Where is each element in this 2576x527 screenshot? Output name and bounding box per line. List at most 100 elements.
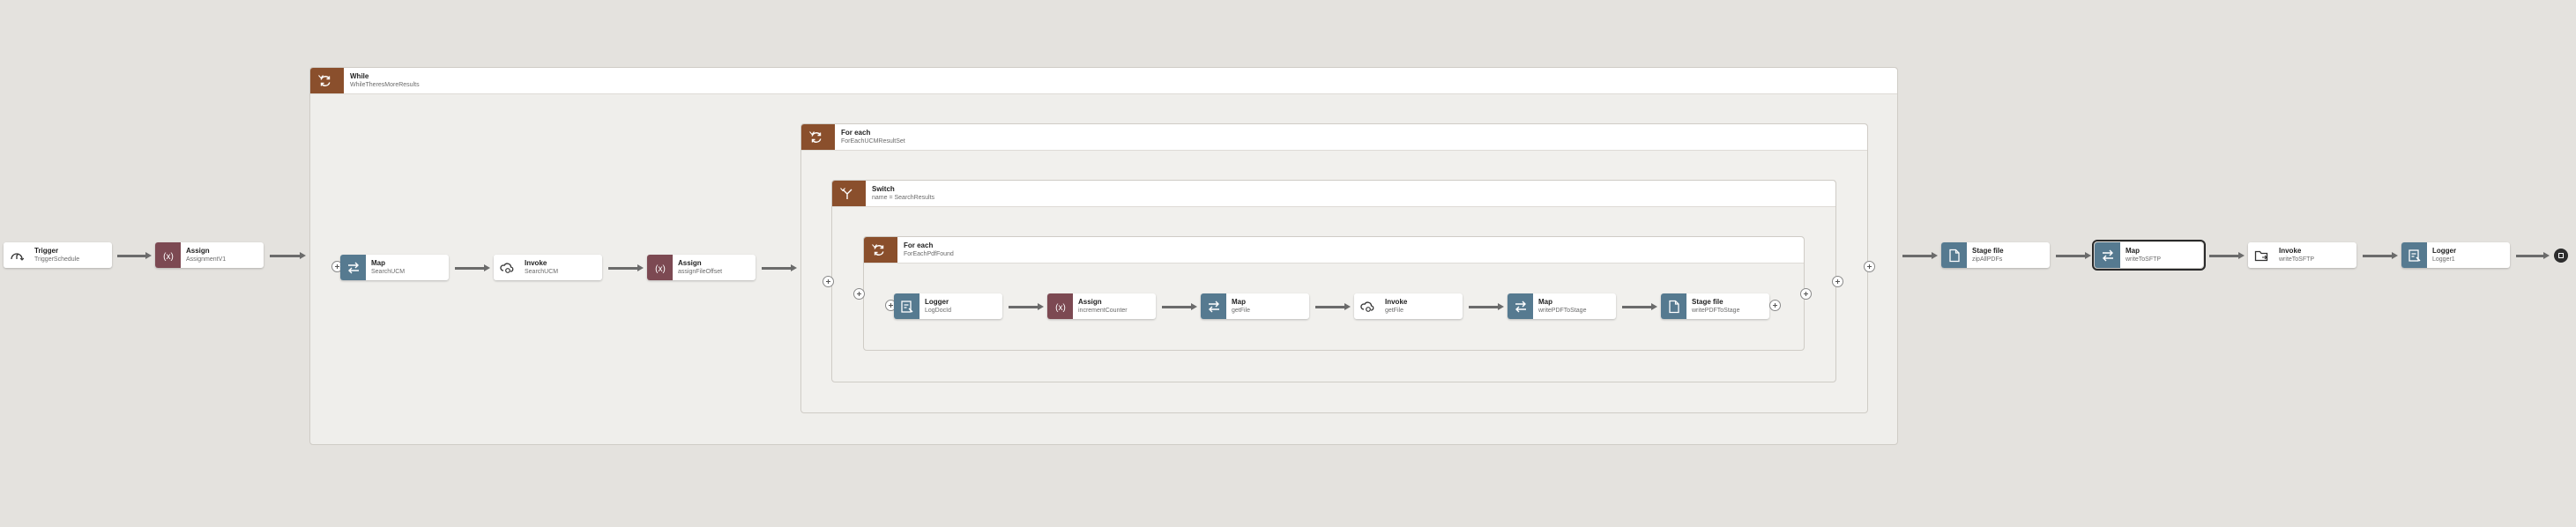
- invoke-subtitle: getFile: [1385, 308, 1404, 314]
- logger-subtitle: LogDocId: [925, 308, 951, 314]
- logger-icon: [901, 301, 913, 313]
- foreach-inner-icon-box: [864, 237, 897, 263]
- ftp-adapter-icon: [2254, 250, 2268, 262]
- logger-icon-box: [2401, 242, 2427, 268]
- while-title: While: [350, 72, 369, 80]
- invoke-icon-box: [1354, 293, 1380, 319]
- assign-title: Assign: [1078, 298, 1102, 306]
- map-icon-box: [340, 255, 366, 280]
- connector: [2209, 252, 2245, 259]
- foreach-outer-header[interactable]: For each ForEachUCMResultSet: [801, 124, 1867, 151]
- logger-subtitle: Logger1: [2432, 256, 2455, 263]
- invoke-icon-box: [494, 255, 519, 280]
- variable-icon: (x): [163, 252, 174, 262]
- svg-text:(x): (x): [1055, 303, 1066, 313]
- add-action-button[interactable]: [853, 288, 865, 300]
- schedule-trigger-icon: [11, 253, 24, 261]
- invoke-sftp-card[interactable]: Invoke writeToSFTP: [2248, 242, 2356, 268]
- foreach-outer-icon-box: [801, 124, 835, 150]
- connector: [762, 264, 797, 271]
- map-writepdf-card[interactable]: Map writePDFToStage: [1508, 293, 1616, 319]
- chevron-down-icon[interactable]: [318, 74, 324, 79]
- map-title: Map: [1538, 298, 1552, 306]
- while-icon-box: [310, 68, 344, 93]
- connector: [117, 252, 152, 259]
- map-icon: [348, 262, 359, 274]
- map-title: Map: [371, 259, 385, 267]
- loop-icon: [811, 132, 822, 143]
- svg-text:(x): (x): [163, 252, 174, 262]
- connector: [1162, 303, 1197, 310]
- map-getfile-card[interactable]: Map getFile: [1201, 293, 1309, 319]
- assign-card[interactable]: (x) Assign AssignmentV1: [155, 242, 264, 268]
- foreach-inner-header[interactable]: For each ForEachPdfFound: [864, 237, 1804, 264]
- logger-title: Logger: [2432, 247, 2457, 255]
- invoke-subtitle: writeToSFTP: [2279, 256, 2315, 263]
- chevron-down-icon[interactable]: [809, 130, 815, 136]
- cloud-adapter-icon: [1360, 301, 1374, 312]
- map-icon: [2103, 249, 2113, 262]
- stage-zip-card[interactable]: Stage file zipAllPDFs: [1941, 242, 2050, 268]
- trigger-card[interactable]: Trigger TriggerSchedule: [4, 242, 112, 268]
- connector: [1009, 303, 1044, 310]
- assign-icon-box: (x): [647, 255, 673, 280]
- connector: [270, 252, 306, 259]
- connector: [1902, 252, 1938, 259]
- add-action-button[interactable]: [1800, 288, 1812, 300]
- foreach-inner-scope: For each ForEachPdfFound: [863, 236, 1805, 351]
- assign-title: Assign: [186, 247, 210, 255]
- logger-icon-box: [894, 293, 919, 319]
- assign-offset-card[interactable]: (x) Assign assignFileOffset: [647, 255, 756, 280]
- foreach-inner-subtitle: ForEachPdfFound: [904, 251, 954, 257]
- stage-icon-box: [1941, 242, 1967, 268]
- assign-title: Assign: [678, 259, 702, 267]
- map-icon-box: [1201, 293, 1226, 319]
- assign-icon-box: (x): [155, 242, 181, 268]
- map-icon: [1209, 301, 1219, 313]
- stage-title: Stage file: [1972, 247, 2004, 255]
- trigger-subtitle: TriggerSchedule: [34, 256, 80, 263]
- chevron-down-icon[interactable]: [840, 187, 845, 192]
- connector: [2363, 252, 2398, 259]
- switch-icon-box: [832, 181, 866, 206]
- map-subtitle: writeToSFTP: [2126, 256, 2162, 263]
- invoke-title: Invoke: [525, 259, 547, 267]
- switch-icon: [842, 189, 852, 199]
- map-icon-box: [1508, 293, 1533, 319]
- connector: [455, 264, 490, 271]
- connector: [1469, 303, 1504, 310]
- logger1-card[interactable]: Logger Logger1: [2401, 242, 2510, 268]
- map-subtitle: SearchUCM: [371, 269, 406, 275]
- invoke-icon-box: [2248, 242, 2274, 268]
- chevron-down-icon[interactable]: [872, 243, 877, 249]
- svg-text:(x): (x): [655, 264, 666, 274]
- connector: [2056, 252, 2091, 259]
- end-node[interactable]: [2554, 249, 2568, 263]
- add-action-button[interactable]: [823, 276, 834, 287]
- stage-title: Stage file: [1692, 298, 1724, 306]
- invoke-getfile-card[interactable]: Invoke getFile: [1354, 293, 1463, 319]
- map-searchucm-card[interactable]: Map SearchUCM: [340, 255, 449, 280]
- add-action-button[interactable]: [1832, 276, 1843, 287]
- map-title: Map: [1232, 298, 1246, 306]
- foreach-inner-title: For each: [904, 241, 934, 249]
- add-action-button[interactable]: [1864, 261, 1875, 272]
- switch-subtitle: name = SearchResults: [872, 195, 935, 201]
- assign-subtitle: AssignmentV1: [186, 256, 227, 263]
- assign-icon-box: (x): [1047, 293, 1073, 319]
- logger-docid-card[interactable]: Logger LogDocId: [894, 293, 1002, 319]
- map-sftp-card[interactable]: Map writeToSFTP: [2092, 240, 2206, 271]
- foreach-outer-subtitle: ForEachUCMResultSet: [841, 138, 905, 145]
- while-header[interactable]: While WhileTheresMoreResults: [310, 68, 1897, 94]
- variable-icon: (x): [1055, 303, 1066, 313]
- assign-counter-card[interactable]: (x) Assign incrementCounter: [1047, 293, 1156, 319]
- invoke-searchucm-card[interactable]: Invoke SearchUCM: [494, 255, 602, 280]
- stage-icon-box: [1661, 293, 1686, 319]
- add-action-button[interactable]: [1769, 300, 1781, 311]
- map-icon-box: [2095, 242, 2120, 268]
- assign-subtitle: assignFileOffset: [678, 269, 723, 275]
- invoke-subtitle: SearchUCM: [525, 269, 559, 275]
- switch-header[interactable]: Switch name = SearchResults: [832, 181, 1835, 207]
- stage-writepdf-card[interactable]: Stage file writePDFToStage: [1661, 293, 1769, 319]
